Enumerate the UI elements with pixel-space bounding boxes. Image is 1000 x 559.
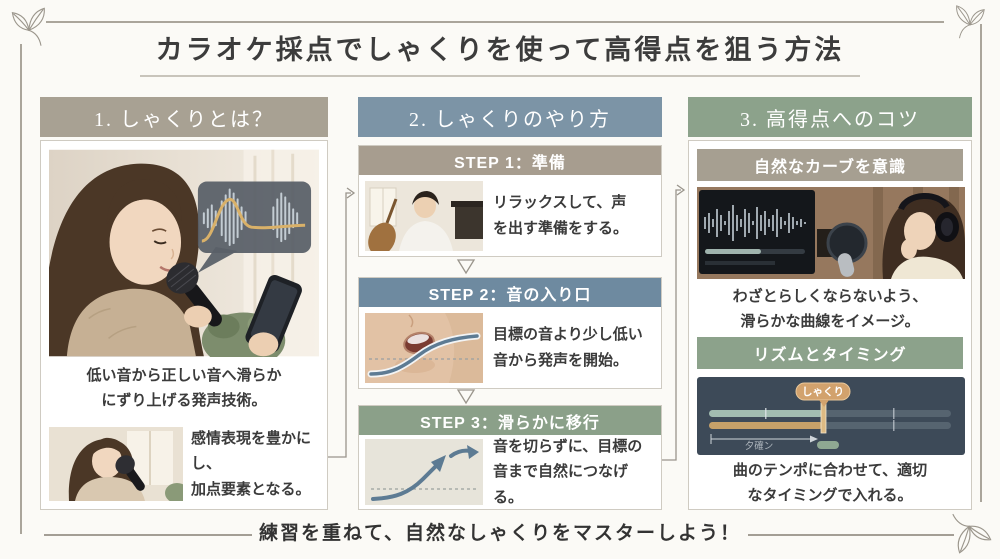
connector-col2-to-col3 — [662, 189, 681, 461]
section3-card: 自然なカーブを意識 わざとらしくならないよう、 滑らかな曲線をイメージ。 リズム… — [688, 140, 972, 510]
audio-waveform-icon — [704, 205, 806, 241]
shakuri-benefit-text: 感情表現を豊かにし、 加点要素となる。 — [191, 429, 312, 498]
pitch-curve — [201, 197, 306, 243]
down-arrow-icon — [456, 389, 476, 405]
footer-line-right — [748, 534, 954, 536]
section1-card: 低い音から正しい音へ滑らか にずり上げる発声技術。 感情表現を豊かにし、 加点要… — [40, 140, 328, 510]
leaf-decoration-icon — [11, 7, 45, 46]
section3-header: 3. 高得点へのコツ — [688, 97, 972, 137]
step1-title: STEP 1：準備 — [359, 146, 661, 175]
down-arrow-icon — [456, 259, 476, 275]
frame-line-top — [46, 21, 944, 23]
shakuri-bubble-label: しゃくり — [802, 386, 844, 398]
note-pill — [817, 441, 839, 449]
sweater — [66, 288, 196, 357]
step3-text: 音を切らずに、目標の 音まで自然につなげる。 — [493, 437, 643, 506]
microphone-icon — [837, 253, 855, 277]
tip2-title: リズムとタイミング — [697, 337, 963, 369]
pitch-curve — [369, 333, 479, 376]
title-underline — [140, 75, 860, 77]
section2-header: 2. しゃくりのやり方 — [358, 97, 662, 137]
pop-filter — [828, 224, 866, 262]
tip2-text: 曲のテンポに合わせて、適切 なタイミングで入れる。 — [732, 461, 928, 505]
step3-card: STEP 3：滑らかに移行 音を切らずに、目標の 音まで自然につなげる。 — [358, 405, 662, 510]
step2-text: 目標の音より少し低い 音から発声を開始。 — [493, 326, 643, 369]
microphone-icon — [166, 262, 222, 327]
tip1-text: わざとらしくならないよう、 滑らかな曲線をイメージ。 — [732, 287, 928, 331]
photo-studio-recording — [697, 187, 965, 279]
leaf-decoration-icon — [956, 5, 985, 39]
connector-col1-to-col2 — [328, 192, 351, 458]
section1-header: 1. しゃくりとは？ — [40, 97, 328, 137]
step1-card: STEP 1：準備 リラックスして、声 を出す準備をする。 — [358, 145, 662, 257]
step2-title: STEP 2：音の入り口 — [359, 278, 661, 307]
sweater — [891, 256, 963, 279]
photo-man-preparing — [365, 180, 483, 251]
vocal-bar — [709, 422, 823, 429]
step1-text: リラックスして、声 を出す準備をする。 — [493, 194, 629, 237]
photo-woman-singing-small — [49, 427, 183, 501]
timeline-axis-label: 夕確ン — [745, 440, 774, 452]
headphones-icon — [898, 192, 950, 211]
step3-title: STEP 3：滑らかに移行 — [359, 406, 661, 435]
footer-message: 練習を重ねて、自然なしゃくりをマスターしよう！ — [258, 523, 742, 544]
photo-mouth-pitch-entry — [365, 312, 483, 383]
timing-timeline-graphic: しゃくり 夕確ン — [697, 377, 965, 455]
photo-woman-singing-with-phone — [49, 149, 319, 357]
speech-bubble-waveform-icon — [197, 181, 312, 273]
timing-marker — [820, 402, 827, 434]
diagram-smooth-transition — [365, 439, 483, 505]
tip1-title: 自然なカーブを意識 — [697, 149, 963, 181]
step2-card: STEP 2：音の入り口 目標の音より少し低い 音から発声を開始。 — [358, 277, 662, 389]
rising-curve-arrow — [371, 464, 438, 501]
leaf-decoration-icon — [952, 513, 992, 554]
frame-line-left — [20, 44, 22, 534]
frame-line-right — [980, 24, 982, 502]
microphone-icon — [115, 455, 145, 491]
face — [109, 199, 182, 285]
shakuri-definition-text: 低い音から正しい音へ滑らか にずり上げる発声技術。 — [86, 366, 282, 410]
page-title: カラオケ採点でしゃくりを使って高得点を狙う方法 — [155, 35, 845, 65]
footer-line-left — [44, 534, 252, 536]
